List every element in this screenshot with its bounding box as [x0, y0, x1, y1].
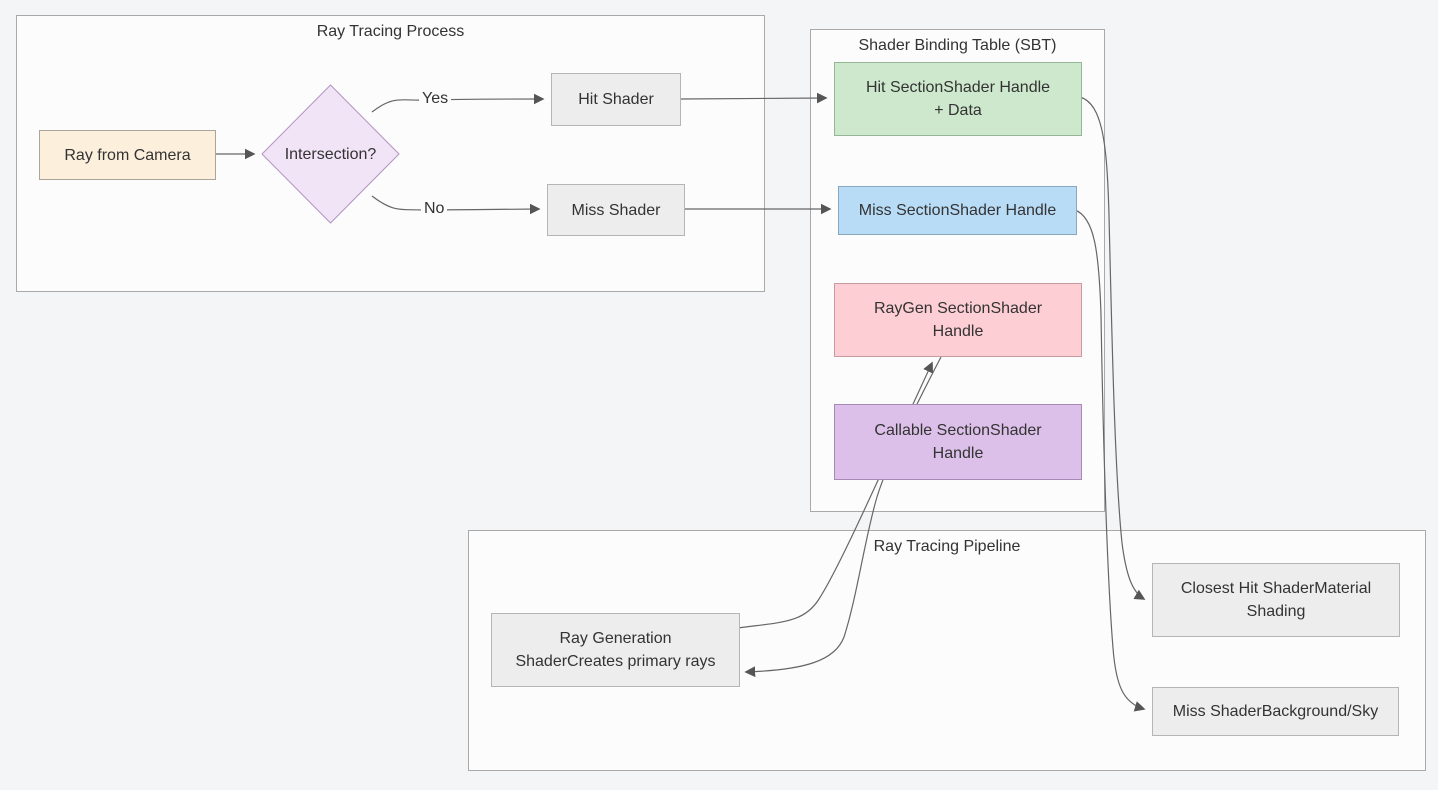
node-label-line2: + Data — [934, 102, 982, 119]
node-label-line2: Handle — [932, 323, 984, 340]
node-closest-hit-shader: Closest Hit ShaderMaterial Shading — [1152, 563, 1400, 637]
node-hit-shader: Hit Shader — [551, 73, 681, 126]
node-label: Miss SectionShader Handle — [858, 202, 1057, 219]
node-label-line1: Closest Hit ShaderMaterial — [1180, 580, 1372, 597]
intersection-diamond-shape — [261, 84, 400, 224]
node-label: Ray from Camera — [64, 146, 191, 164]
edge-label-yes: Yes — [419, 90, 452, 108]
node-callable-section-shader-handle: Callable SectionShader Handle — [834, 404, 1082, 480]
node-miss-section-shader-handle: Miss SectionShader Handle — [838, 186, 1077, 235]
edge-miss-handle-to-miss-background — [1074, 209, 1146, 712]
node-label-line2: ShaderCreates primary rays — [515, 653, 716, 670]
node-raygen-section-shader-handle: RayGen SectionShader Handle — [834, 283, 1082, 357]
node-ray-from-camera: Ray from Camera — [39, 130, 216, 180]
cluster-title-shader-binding-table: Shader Binding Table (SBT) — [858, 37, 1057, 54]
node-label: Miss ShaderBackground/Sky — [1172, 703, 1379, 720]
cluster-title-ray-tracing-pipeline: Ray Tracing Pipeline — [873, 538, 1021, 555]
node-miss-shader-background-sky: Miss ShaderBackground/Sky — [1152, 687, 1399, 736]
node-ray-generation-shader: Ray Generation ShaderCreates primary ray… — [491, 613, 740, 687]
edge-raygen-shader-to-raygen-handle — [737, 361, 934, 629]
node-hit-section-shader-handle: Hit SectionShader Handle + Data — [834, 62, 1082, 136]
node-label: Intersection? — [284, 145, 377, 163]
node-label-line1: Ray Generation — [559, 630, 672, 647]
node-label-line2: Shading — [1246, 603, 1306, 620]
edge-hit-handle-to-closest-hit — [1079, 96, 1146, 600]
edge-hit-shader-to-hit-handle — [679, 92, 828, 104]
node-label: Miss Shader — [571, 201, 661, 219]
node-label-line1: Callable SectionShader — [874, 422, 1042, 439]
node-intersection-decision: Intersection? — [263, 87, 398, 222]
node-label-line1: RayGen SectionShader — [873, 300, 1043, 317]
node-label-line1: Hit SectionShader Handle — [865, 79, 1051, 96]
cluster-title-ray-tracing-process: Ray Tracing Process — [316, 23, 465, 40]
node-label-line2: Handle — [932, 445, 984, 462]
node-miss-shader: Miss Shader — [547, 184, 685, 236]
edge-label-no: No — [421, 200, 448, 218]
node-label: Hit Shader — [578, 91, 654, 108]
